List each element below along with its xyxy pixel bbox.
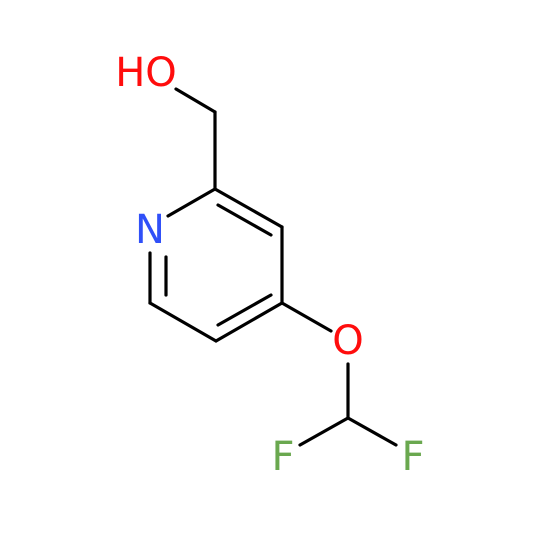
bond-c2-c3	[213, 187, 284, 229]
bond-chf2-fleft	[298, 416, 350, 447]
fluorine-left-label: F	[271, 434, 294, 480]
bond-c4-o	[280, 301, 333, 333]
bond-c5-c6	[148, 301, 218, 343]
hydroxyl-label: HO	[115, 50, 177, 96]
bond-chf2-fright	[346, 416, 398, 447]
bond-c4-c5-inner	[216, 293, 273, 327]
bond-c2-c3-inner	[216, 203, 273, 237]
nitrogen-label: N	[135, 207, 165, 253]
bond-c4-c5	[214, 301, 284, 343]
ether-oxygen-label: O	[332, 318, 363, 364]
bond-n-c2	[166, 187, 217, 218]
bond-ch2-oh	[174, 87, 217, 114]
fluorine-right-label: F	[401, 434, 424, 480]
